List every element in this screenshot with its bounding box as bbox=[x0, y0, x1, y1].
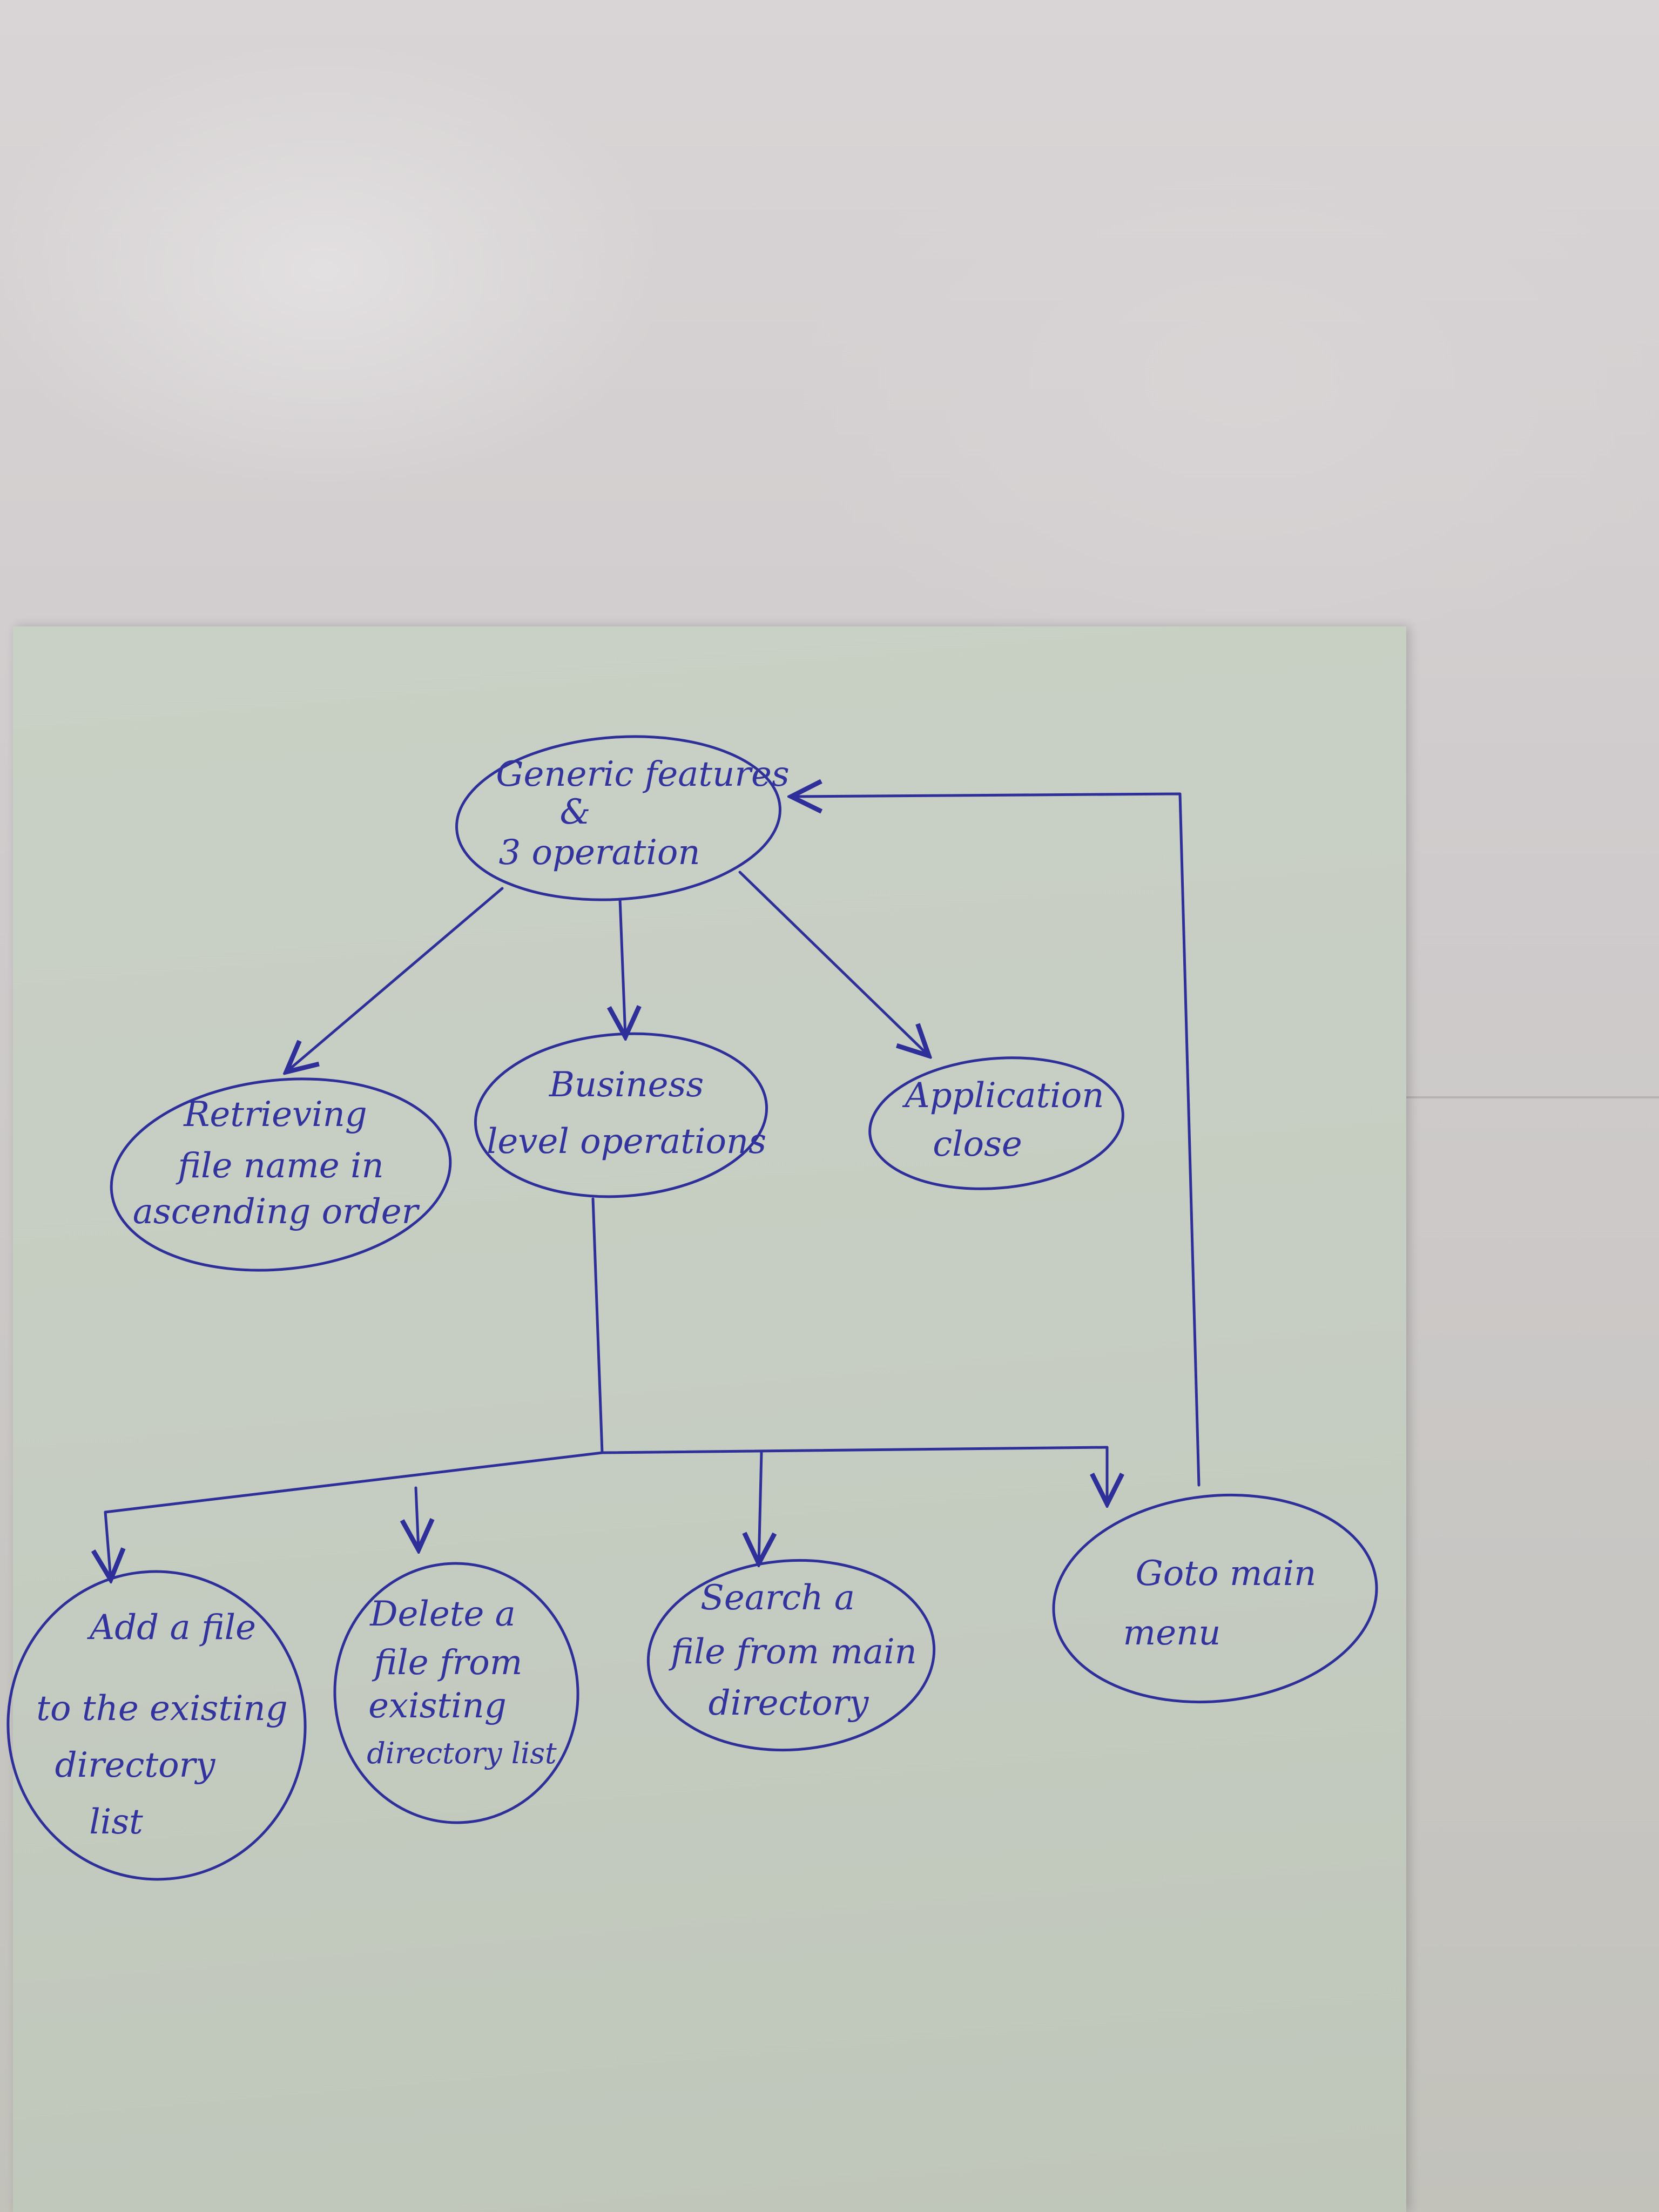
edge-goto-back-to-root bbox=[791, 794, 1201, 1487]
edge-to-delete bbox=[416, 1486, 419, 1550]
node-search-line-2: file from main bbox=[669, 1632, 917, 1672]
node-close-line-1: Application bbox=[902, 1076, 1104, 1116]
node-retrieve-line-2: file name in bbox=[176, 1146, 383, 1186]
node-root: Generic features & 3 operation bbox=[455, 735, 790, 901]
node-business-line-2: level operations bbox=[487, 1122, 766, 1162]
node-retrieve: Retrieving file name in ascending order bbox=[110, 1077, 452, 1272]
node-business: Business level operations bbox=[474, 1032, 768, 1198]
edge-root-to-close bbox=[738, 871, 929, 1056]
node-search-line-1: Search a bbox=[700, 1578, 855, 1618]
node-close: Application close bbox=[868, 1056, 1124, 1190]
node-retrieve-line-3: ascending order bbox=[133, 1192, 420, 1232]
node-delete: Delete a file from existing directory li… bbox=[333, 1562, 579, 1824]
node-delete-line-2: file from bbox=[372, 1643, 523, 1683]
node-goto-line-2: menu bbox=[1123, 1613, 1221, 1653]
node-retrieve-line-1: Retrieving bbox=[183, 1095, 367, 1135]
node-search: Search a file from main directory bbox=[646, 1559, 936, 1752]
edge-branch-bar bbox=[104, 1446, 1109, 1514]
connectors bbox=[104, 794, 1201, 1580]
node-delete-line-1: Delete a bbox=[369, 1594, 516, 1634]
node-add-line-1: Add a file bbox=[87, 1608, 256, 1648]
edge-root-to-business bbox=[620, 898, 625, 1037]
node-close-line-2: close bbox=[933, 1124, 1022, 1164]
tile-seam-horizontal bbox=[1366, 1096, 1659, 1098]
node-goto: Goto main menu bbox=[1052, 1493, 1378, 1704]
node-delete-line-3: existing bbox=[368, 1686, 507, 1726]
node-add-line-2: to the existing bbox=[36, 1689, 287, 1729]
node-add-line-3: directory bbox=[55, 1745, 216, 1785]
edge-to-add bbox=[105, 1510, 111, 1580]
notebook-page bbox=[13, 626, 1406, 2212]
node-goto-line-1: Goto main bbox=[1136, 1554, 1317, 1594]
edge-to-search bbox=[759, 1451, 761, 1563]
node-add-line-4: list bbox=[89, 1802, 143, 1842]
node-delete-line-4: directory list bbox=[367, 1736, 557, 1770]
node-search-line-3: directory bbox=[709, 1683, 869, 1723]
node-root-line-2: & bbox=[560, 792, 591, 832]
edge-business-trunk bbox=[591, 1197, 604, 1454]
node-add: Add a file to the existing directory lis… bbox=[6, 1570, 307, 1881]
node-business-line-1: Business bbox=[549, 1065, 704, 1105]
edge-root-to-retrieve bbox=[286, 887, 504, 1072]
node-root-line-3: 3 operation bbox=[498, 833, 700, 873]
node-root-line-1: Generic features bbox=[496, 754, 789, 794]
